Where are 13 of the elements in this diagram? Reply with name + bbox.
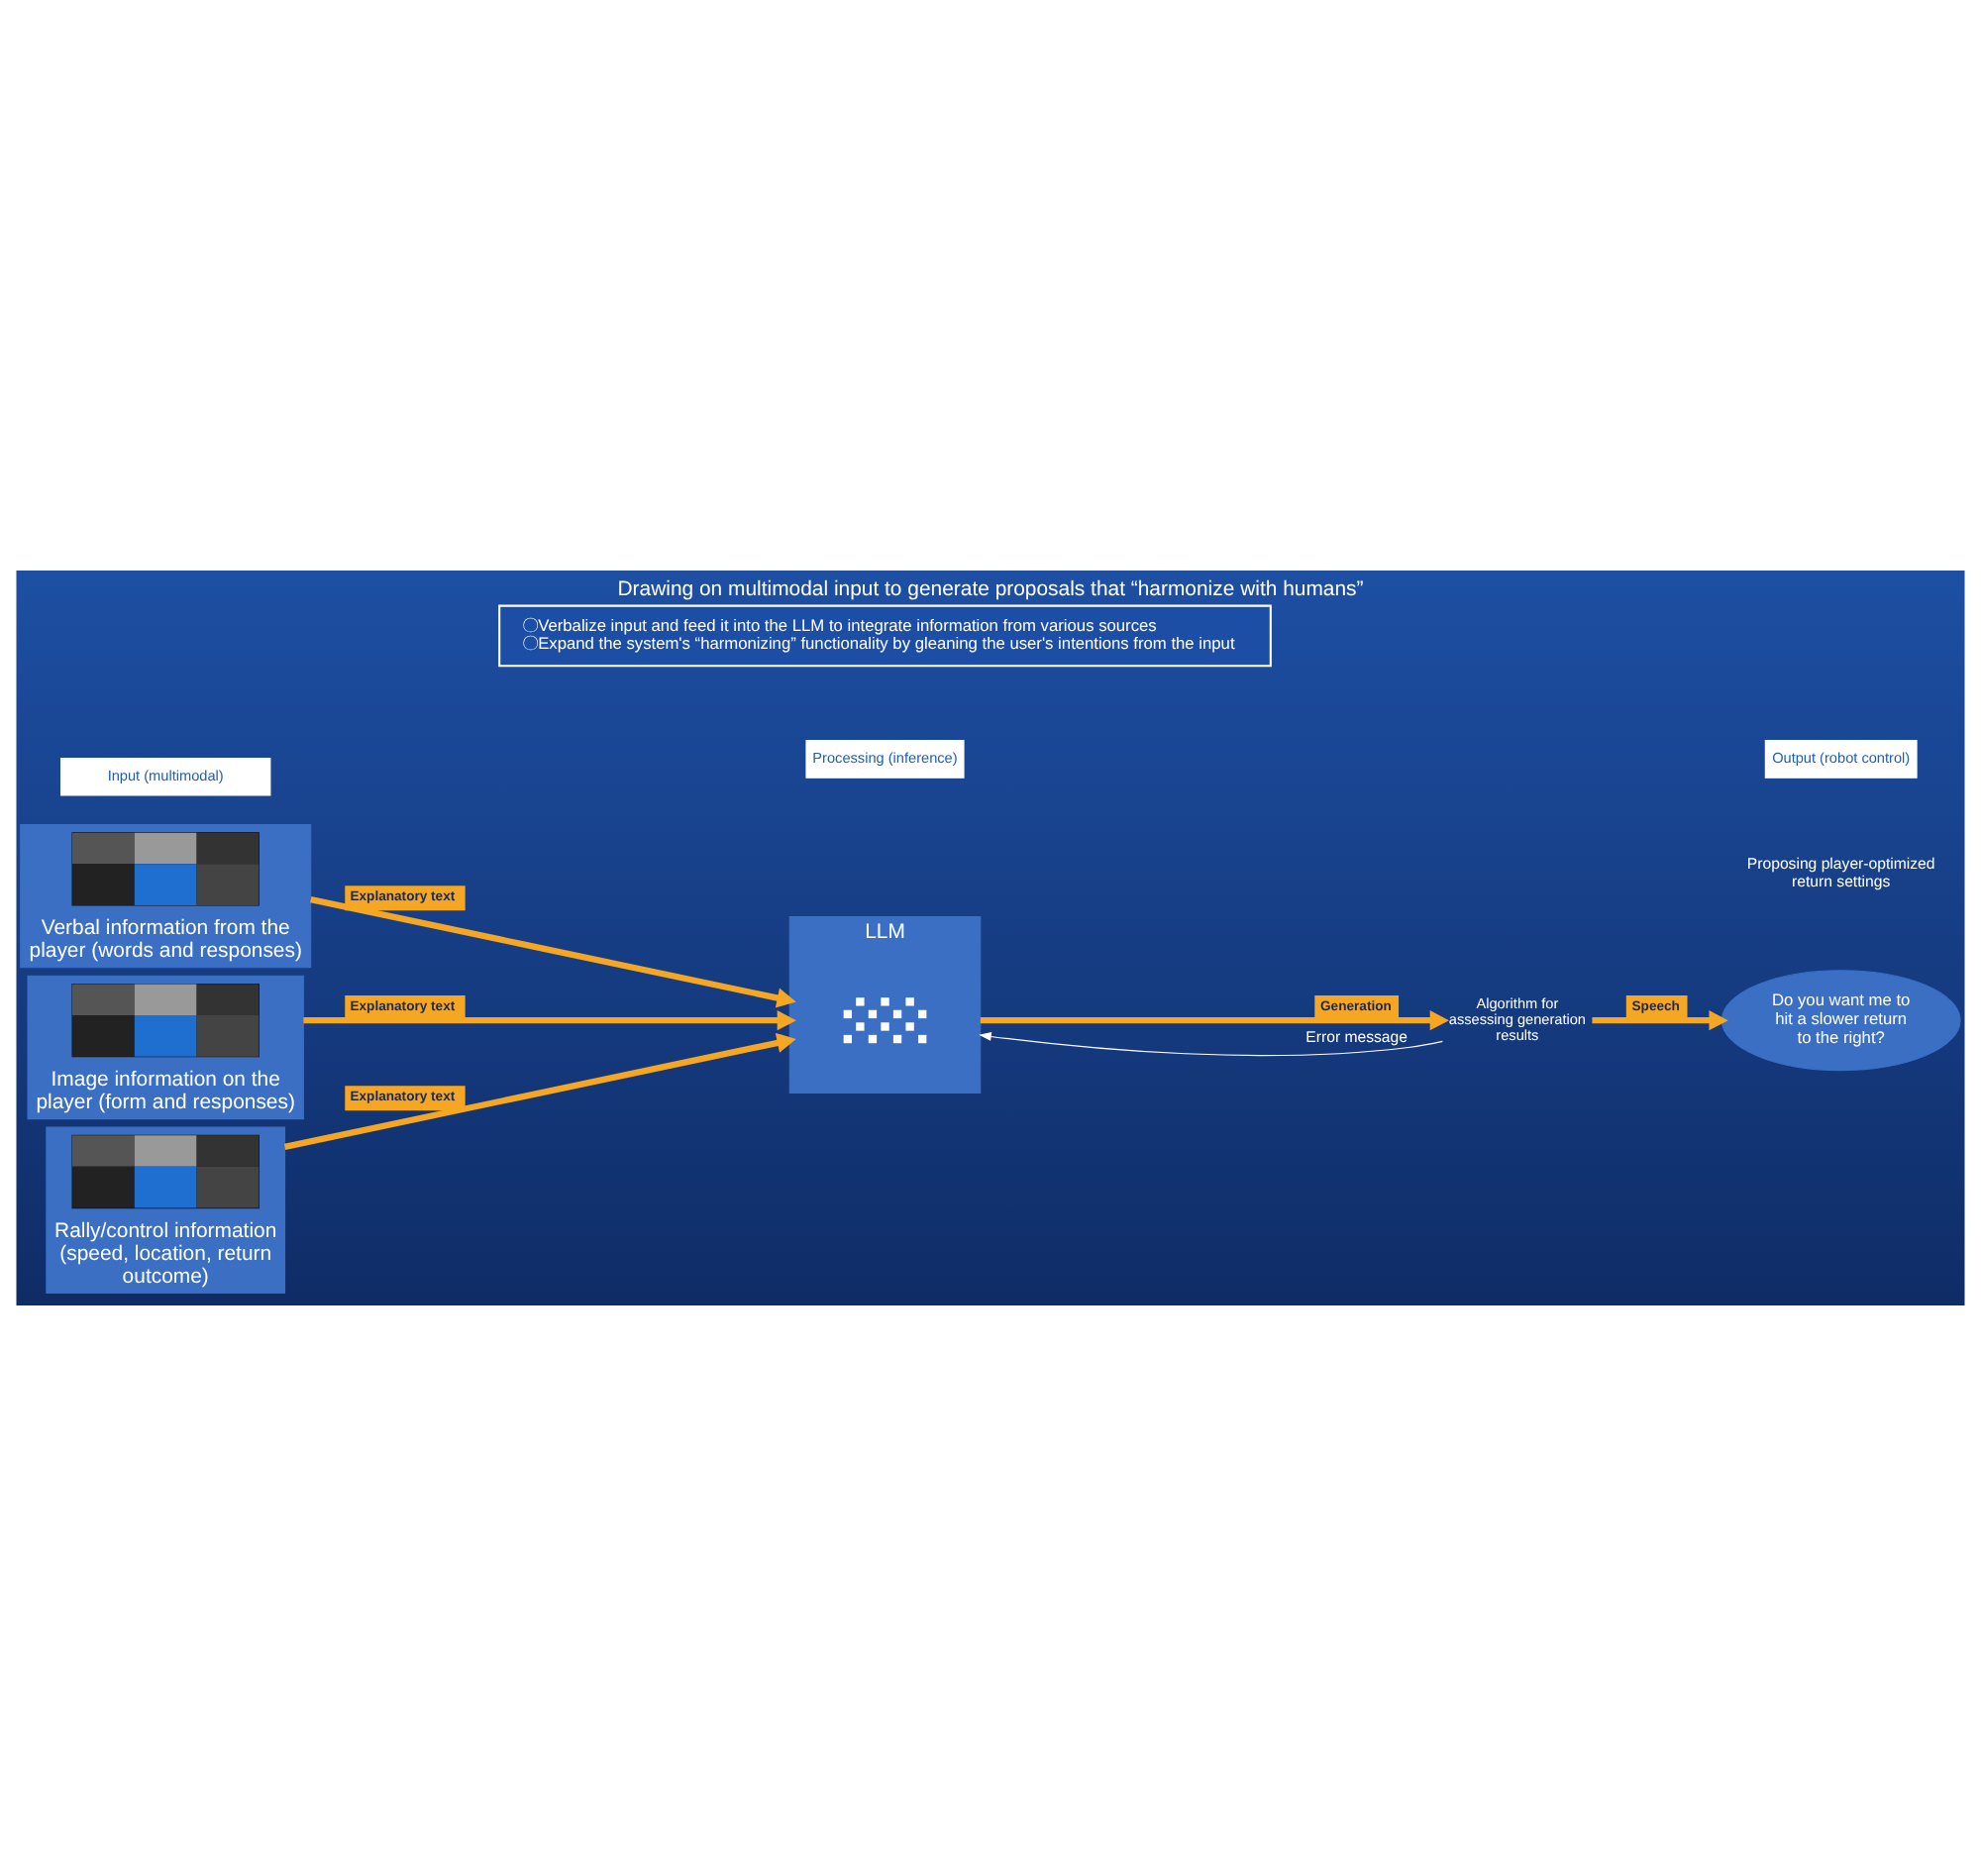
node-ellipse: Do you want me to hit a slower return to the right? — [1720, 970, 1961, 1072]
arrow — [979, 1032, 1443, 1057]
arrow — [283, 1032, 796, 1150]
arrow — [1592, 1010, 1728, 1031]
cluster: Rally/control information (speed, location, return outcome) — [46, 1126, 286, 1294]
arrow — [980, 1010, 1449, 1031]
node-box: 〇Verbalize input and feed it into the LLM to integrate information from various sources 〇Expand the system's “harmonizing” functionality by gleaning the user's intentions from the input — [498, 604, 1272, 668]
arrow — [303, 1010, 796, 1031]
arrow — [310, 896, 796, 1008]
cluster: LLM — [788, 916, 982, 1094]
cluster: Verbal information from the player (words and responses) — [20, 823, 312, 969]
cluster: Image information on the player (form and responses) — [27, 975, 304, 1120]
diagram-title: Drawing on multimodal input to generate proposals that “harmonize with humans” — [617, 579, 1364, 602]
